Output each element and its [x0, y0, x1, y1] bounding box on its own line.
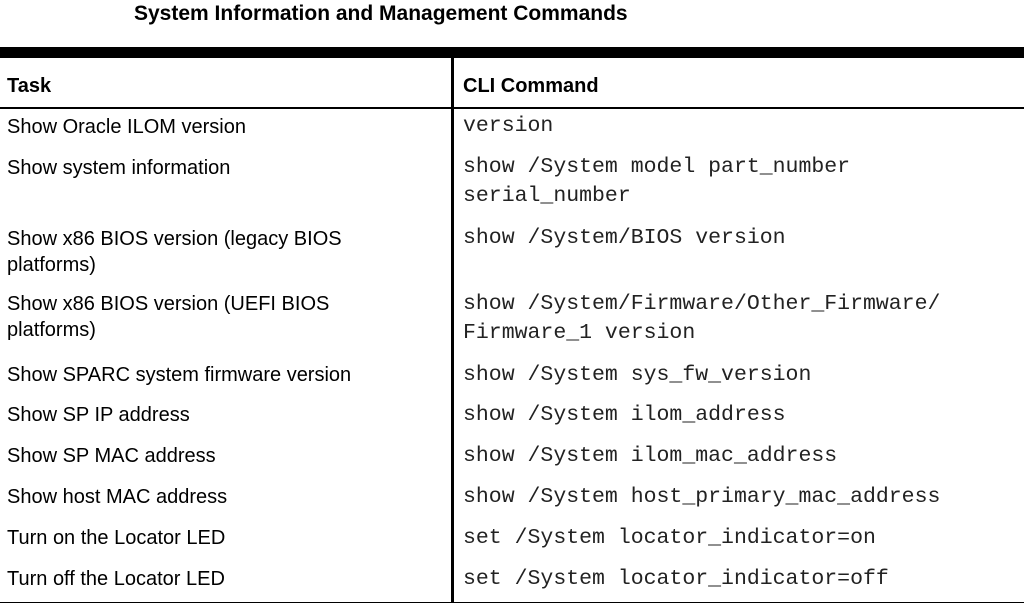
command-cell: show /System ilom_mac_address: [463, 444, 838, 468]
task-cell: Show SPARC system firmware version: [7, 364, 352, 386]
task-cell: Show x86 BIOS version (UEFI BIOS platfor…: [7, 293, 330, 341]
table-top-rule: [0, 47, 1024, 58]
header-cli-command: CLI Command: [463, 75, 599, 97]
command-cell: show /System/BIOS version: [463, 226, 786, 250]
task-cell: Turn off the Locator LED: [7, 568, 225, 590]
task-cell: Turn on the Locator LED: [7, 527, 226, 549]
task-cell: Show Oracle ILOM version: [7, 116, 246, 138]
column-divider: [451, 58, 454, 603]
table-title: System Information and Management Comman…: [134, 2, 628, 25]
command-cell: show /System/Firmware/Other_Firmware/ Fi…: [463, 292, 941, 345]
command-cell: set /System locator_indicator=on: [463, 526, 876, 550]
command-cell: show /System sys_fw_version: [463, 363, 812, 387]
command-cell: version: [463, 114, 554, 138]
task-cell: Show system information: [7, 157, 231, 179]
command-cell: show /System model part_number serial_nu…: [463, 155, 851, 208]
table-bottom-rule: [0, 602, 1024, 603]
command-cell: show /System host_primary_mac_address: [463, 485, 941, 509]
task-cell: Show x86 BIOS version (legacy BIOS platf…: [7, 228, 342, 276]
command-cell: set /System locator_indicator=off: [463, 567, 889, 591]
task-cell: Show SP IP address: [7, 404, 190, 426]
task-cell: Show host MAC address: [7, 486, 228, 508]
task-cell: Show SP MAC address: [7, 445, 216, 467]
header-rule: [0, 107, 1024, 109]
header-task: Task: [7, 75, 52, 97]
command-cell: show /System ilom_address: [463, 403, 786, 427]
